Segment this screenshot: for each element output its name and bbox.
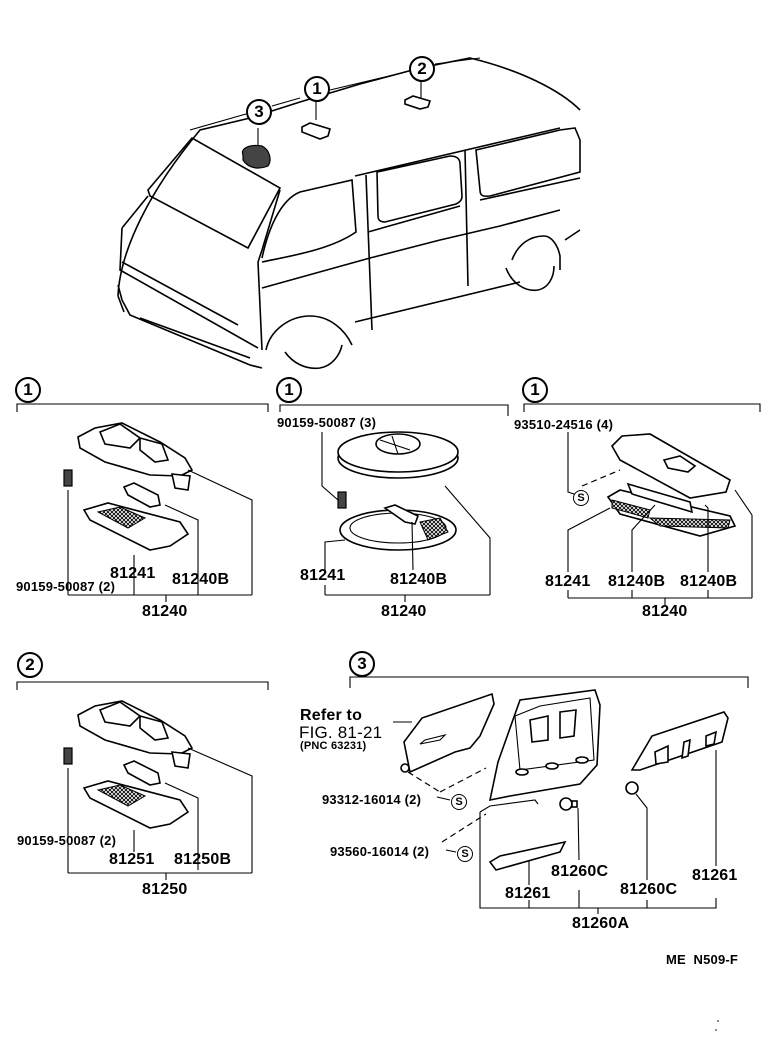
part-label-81251: 81251 [109, 851, 155, 868]
part-label-90159-50087: 90159-50087 (2) [17, 833, 117, 848]
part-label-81240b: 81240B [390, 571, 448, 588]
part-label-81260c: 81260C [551, 863, 609, 880]
part-label-81261: 81261 [692, 867, 738, 884]
figure-code: ME N509-F [666, 952, 739, 967]
refer-pnc-label: (PNC 63231) [300, 740, 367, 752]
section-1a-drawing [16, 403, 269, 602]
callout-1: 1 [304, 76, 330, 102]
part-label-81241: 81241 [545, 573, 591, 590]
part-label-90159-50087: 90159-50087 (2) [16, 579, 116, 594]
part-label-81240b: 81240B [680, 573, 738, 590]
section-3-drawing [349, 676, 749, 914]
refer-fig-label: FIG. 81-21 [299, 723, 383, 742]
part-label-81241: 81241 [300, 567, 346, 584]
assembly-label-81240: 81240 [381, 603, 427, 620]
section-2-key: 2 [17, 652, 43, 678]
section-1b-key: 1 [276, 377, 302, 403]
callout-2: 2 [409, 56, 435, 82]
part-label-81260c: 81260C [620, 881, 678, 898]
callout-3: 3 [246, 99, 272, 125]
assembly-label-81260a: 81260A [572, 915, 630, 932]
s-symbol: S [451, 794, 467, 810]
section-1b-drawing [279, 404, 509, 602]
part-label-90159-50087: 90159-50087 (3) [277, 415, 377, 430]
part-label-81261: 81261 [505, 885, 551, 902]
refer-to-label: Refer to [300, 707, 363, 724]
part-label-93312-16014: 93312-16014 (2) [322, 792, 422, 807]
part-label-81240b: 81240B [172, 571, 230, 588]
assembly-label-81240: 81240 [142, 603, 188, 620]
assembly-label-81240: 81240 [642, 603, 688, 620]
section-3-key: 3 [349, 651, 375, 677]
section-1c-drawing [523, 403, 761, 605]
part-label-93510-24516: 93510-24516 (4) [514, 417, 614, 432]
part-label-81241: 81241 [110, 565, 156, 582]
section-1c-key: 1 [522, 377, 548, 403]
part-label-81250b: 81250B [174, 851, 232, 868]
section-1a-key: 1 [15, 377, 41, 403]
assembly-label-81250: 81250 [142, 881, 188, 898]
van-illustration [117, 57, 581, 370]
s-symbol: S [573, 490, 589, 506]
section-2-drawing [16, 681, 269, 880]
part-label-81240b: 81240B [608, 573, 666, 590]
s-symbol: S [457, 846, 473, 862]
part-label-93560-16014: 93560-16014 (2) [330, 844, 430, 859]
